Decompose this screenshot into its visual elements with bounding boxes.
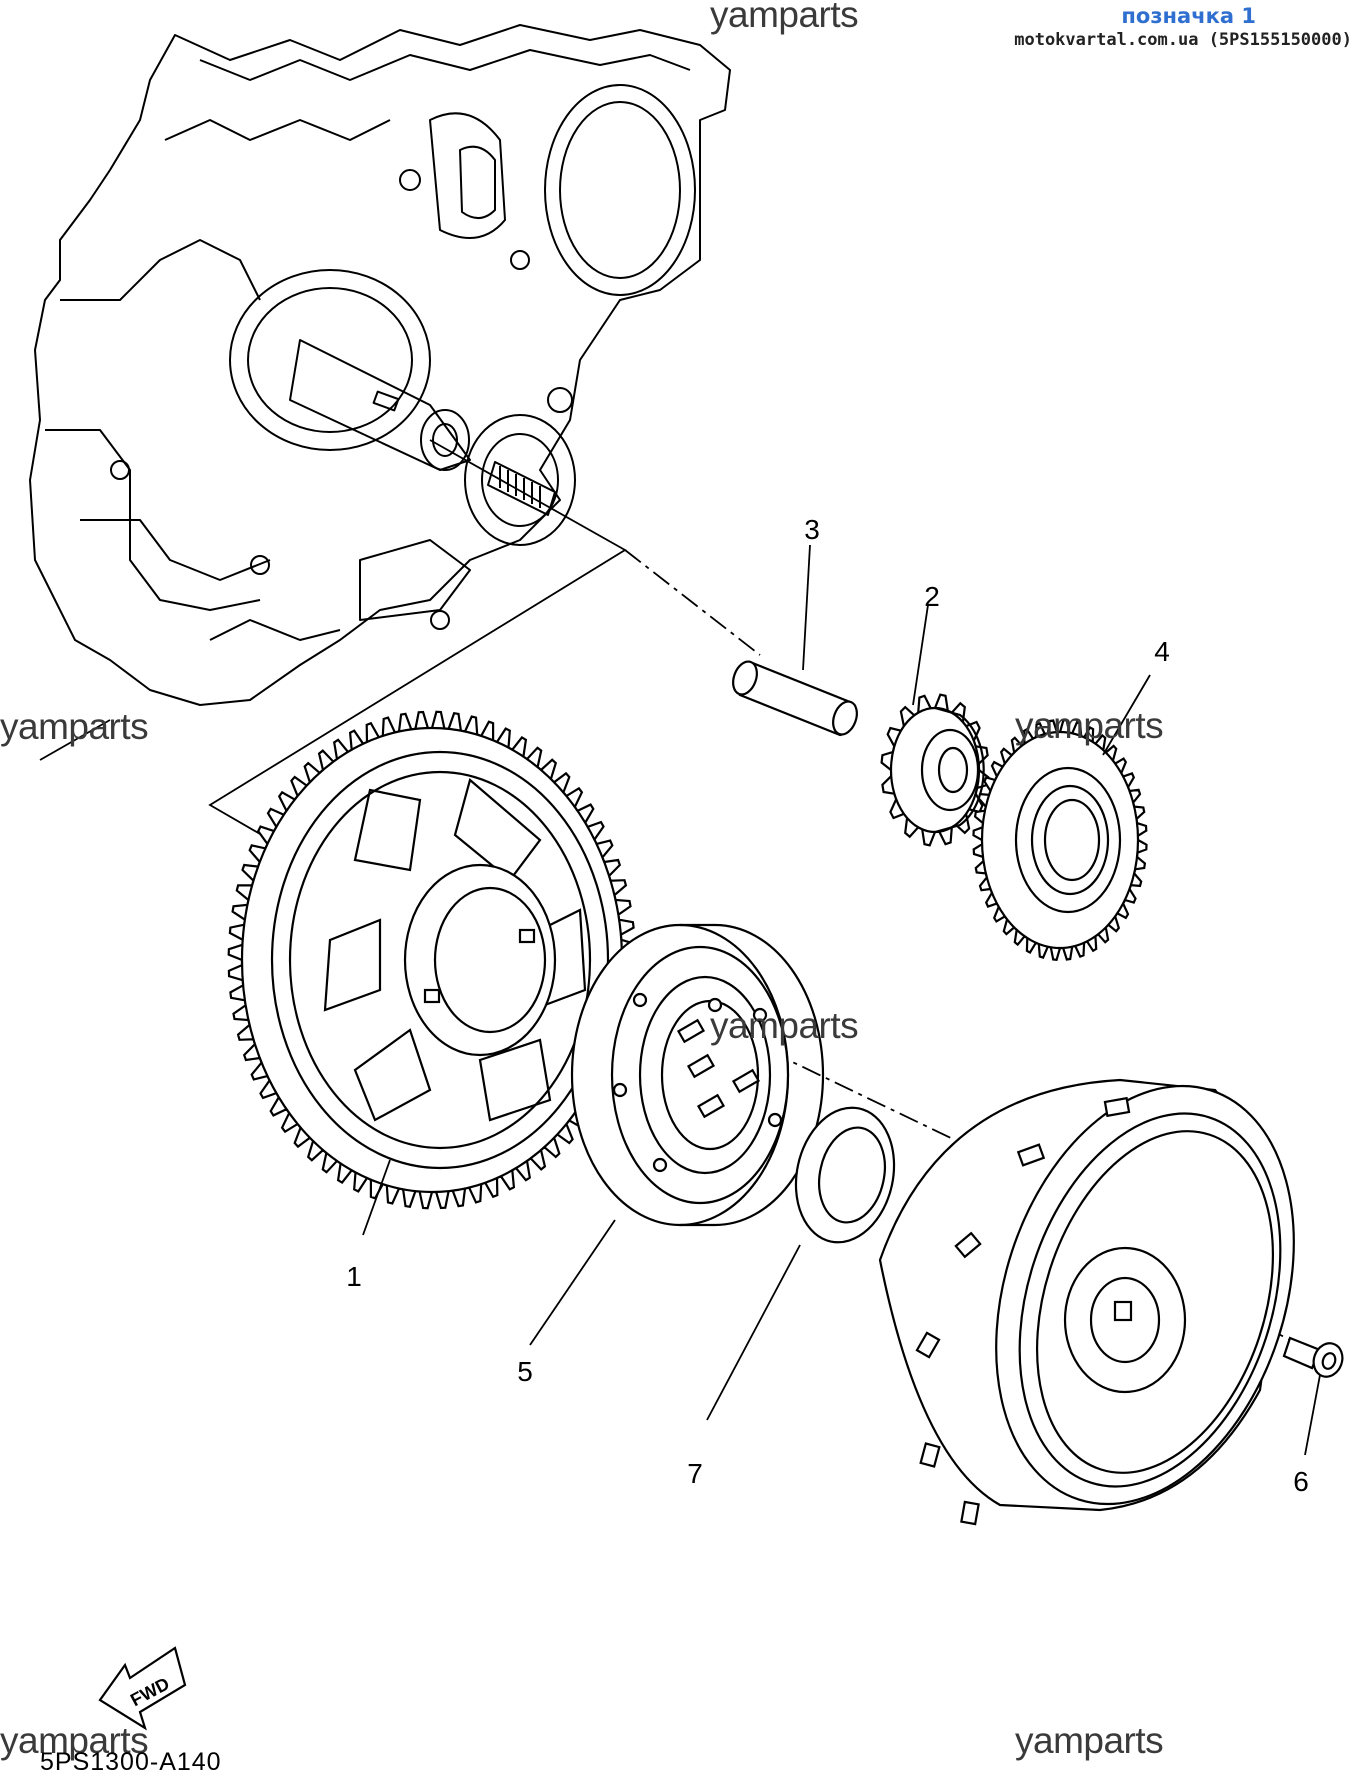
part-2-idler-gear xyxy=(880,693,990,847)
part-3-shaft xyxy=(732,660,858,737)
rotor-assembly xyxy=(878,1078,1295,1526)
watermark-bottom-left: yamparts xyxy=(0,1720,149,1761)
part-number-5: 5 xyxy=(517,1356,533,1387)
fwd-arrow-icon: FWD xyxy=(98,1646,187,1731)
watermark-left: yamparts xyxy=(0,706,149,747)
part-number-7: 7 xyxy=(687,1458,703,1489)
watermark-center: yamparts xyxy=(710,1005,859,1046)
diagram-code: 5PS1300-A140 xyxy=(40,1748,222,1776)
part-number-2: 2 xyxy=(924,581,940,612)
part-number-3: 3 xyxy=(804,514,820,545)
watermark-right: yamparts xyxy=(1015,705,1164,746)
watermark-bottom-right: yamparts xyxy=(1015,1720,1164,1761)
part-number-4: 4 xyxy=(1154,636,1170,667)
engine-case xyxy=(29,24,731,706)
part-number-1: 1 xyxy=(346,1261,362,1292)
part-7-washer xyxy=(794,1106,896,1244)
header-site: motokvartal.com.ua (5PS155150000) xyxy=(1014,30,1352,50)
watermark-top: yamparts xyxy=(710,0,859,35)
part-4-idle-gear xyxy=(972,719,1148,961)
header-label: позначка 1 xyxy=(1121,4,1256,28)
part-1-starter-gear xyxy=(227,710,637,1210)
rotor-windows xyxy=(915,1096,1131,1526)
part-6-bolt xyxy=(1282,1336,1344,1378)
callout-lines xyxy=(362,544,1321,1456)
part-number-6: 6 xyxy=(1293,1466,1309,1497)
part-5-one-way-clutch xyxy=(570,923,825,1227)
